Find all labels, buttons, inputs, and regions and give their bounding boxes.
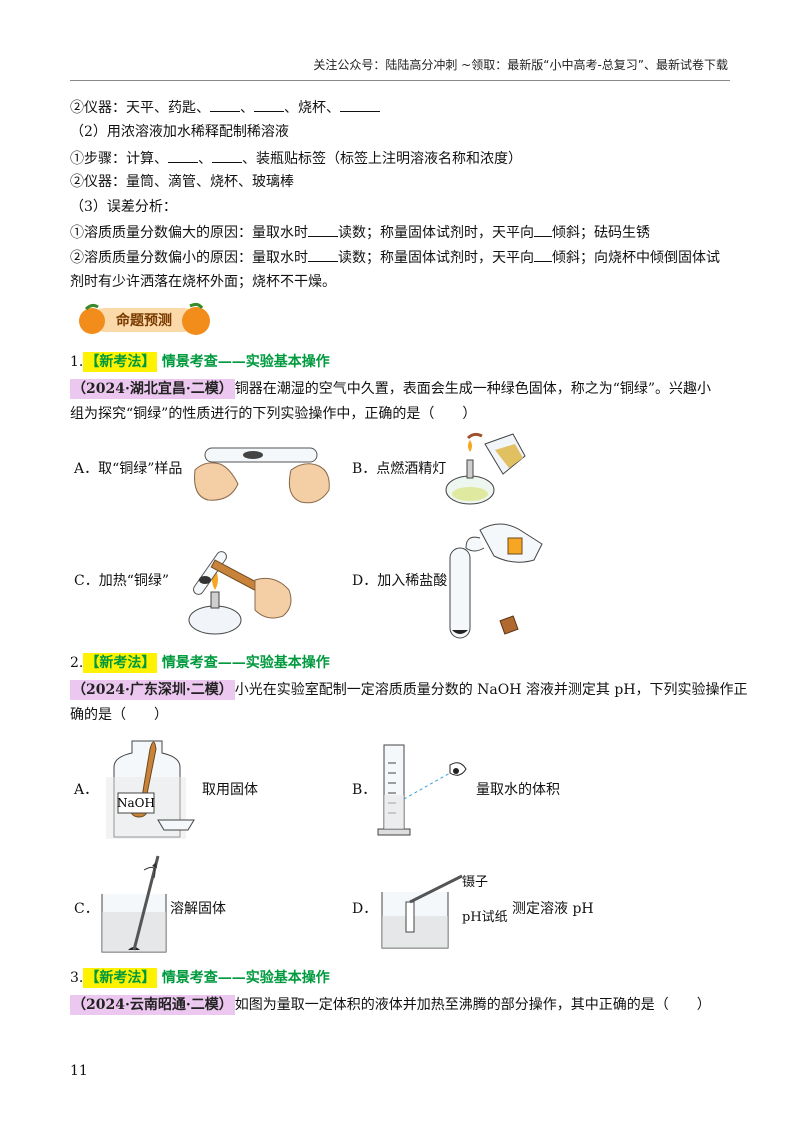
intro-text: ①溶质质量分数偏大的原因：量取水时 [70,225,308,241]
new-method-tag: 【新考法】 [83,968,158,988]
q1-image-d [440,520,550,649]
intro-line-7: ②溶质质量分数偏小的原因：量取水时 读数；称量固体试剂时，天平向 倾斜；向烧杯中倾倒… [70,247,720,268]
question-number: 1. [70,354,84,370]
q2-image-a: NaOH [100,727,210,846]
page-header: 关注公众号：陆陆高分冲刺 ~领取：最新版“小中高考-总复习”、最新试卷下载 [313,58,728,72]
ph-paper-label: pH试纸 [462,910,508,925]
q1-stem-line-1: （2024·湖北宜昌·二模）铜器在潮湿的空气中久置，表面会生成一种绿色固体，称之… [70,379,711,399]
intro-text: ①步骤：计算、 [70,151,168,167]
q1-stem-line-2: 组为探究“铜绿”的性质进行的下列实验操作中，正确的是（ ） [70,406,477,422]
q2-option-a-letter: A． [74,782,99,798]
naoh-label: NaOH [117,796,155,810]
intro-line-2: （2）用浓溶液加水稀释配制稀溶液 [70,124,289,140]
question-source: （2024·云南昭通·二模） [70,995,235,1015]
q1-option-d: D．加入稀盐酸 [352,573,448,589]
intro-line-4: ②仪器：量筒、滴管、烧杯、玻璃棒 [70,174,294,190]
question-source: （2024·湖北宜昌·二模） [70,379,235,399]
intro-text: 倾斜；砝码生锈 [552,225,650,241]
intro-text: ②仪器：天平、药匙、 [70,100,210,116]
new-method-tag: 【新考法】 [83,352,158,372]
blank [210,97,240,112]
q1-option-b: B．点燃酒精灯 [352,461,447,477]
q1-option-a: A．取“铜绿”样品 [74,461,183,477]
tweezers-label: 镊子 [462,875,489,890]
question-stem: 如图为量取一定体积的液体并加热至沸腾的部分操作，其中正确的是（ ） [234,997,711,1013]
banner-label: 命题预测 [115,312,172,329]
q2-stem-line-2: 确的是（ ） [70,707,168,723]
blank [168,148,198,163]
question-topic: 情景考查——实验基本操作 [161,970,330,986]
section-banner: 命题预测 [78,300,210,340]
question-stem: 小光在实验室配制一定溶质质量分数的 NaOH 溶液并测定其 pH，下列实验操作正 [234,682,748,698]
intro-line-3: ①步骤：计算、 、 、装瓶贴标签（标签上注明溶液名称和浓度） [70,148,522,169]
question-stem: 铜器在潮湿的空气中久置，表面会生成一种绿色固体，称之为“铜绿”。兴趣小 [234,381,712,397]
q2-option-d-text: 测定溶液 pH [512,901,594,917]
q2-option-b-letter: B． [352,782,377,798]
intro-text: ②溶质质量分数偏小的原因：量取水时 [70,250,308,266]
intro-line-1: ②仪器：天平、药匙、 、 、烧杯、 [70,97,380,118]
q2-option-c-letter: C． [74,901,99,917]
question-number: 2. [70,655,84,671]
q2-option-d-letter: D． [352,901,378,917]
intro-text: 、 [198,151,212,167]
blank [340,97,380,112]
q1-option-c: C．加热“铜绿” [74,573,170,589]
intro-line-5: （3）误差分析： [70,199,177,215]
intro-text: 、烧杯、 [284,100,340,116]
intro-text: 、 [240,100,254,116]
blank [534,222,552,237]
watch-glass [157,817,195,836]
q2-image-b [377,743,488,842]
blank [212,148,242,163]
blank [308,222,338,237]
blank [534,247,552,262]
q2-stem-line-1: （2024·广东深圳·二模）小光在实验室配制一定溶质质量分数的 NaOH 溶液并… [70,680,748,700]
q1-title: 1.【新考法】 情景考查——实验基本操作 [70,352,330,372]
q1-image-c [175,540,295,644]
intro-text: 读数；称量固体试剂时，天平向 [338,225,534,241]
question-topic: 情景考查——实验基本操作 [161,354,330,370]
q2-image-c [98,852,178,961]
q1-image-a [194,440,335,514]
q2-option-b-text: 量取水的体积 [476,782,560,798]
question-source: （2024·广东深圳·二模） [70,680,235,700]
intro-text: 倾斜；向烧杯中倾倒固体试 [552,250,720,266]
page-number: 11 [70,1063,88,1079]
header-divider [70,80,730,81]
q3-stem-line-1: （2024·云南昭通·二模）如图为量取一定体积的液体并加热至沸腾的部分操作，其中… [70,995,711,1015]
new-method-tag: 【新考法】 [83,653,158,673]
q3-title: 3.【新考法】 情景考查——实验基本操作 [70,968,330,988]
intro-text: 读数；称量固体试剂时，天平向 [338,250,534,266]
intro-line-6: ①溶质质量分数偏大的原因：量取水时 读数；称量固体试剂时，天平向 倾斜；砝码生锈 [70,222,650,243]
q2-image-d [378,872,468,956]
intro-text: 、装瓶贴标签（标签上注明溶液名称和浓度） [242,151,522,167]
q2-option-a-text: 取用固体 [202,782,258,798]
question-topic: 情景考查——实验基本操作 [161,655,330,671]
blank [308,247,338,262]
intro-line-8: 剂时有少许洒落在烧杯外面；烧杯不干燥。 [70,274,336,290]
q2-option-c-text: 溶解固体 [170,901,226,917]
q2-title: 2.【新考法】 情景考查——实验基本操作 [70,653,330,673]
q1-image-b [440,430,530,514]
question-number: 3. [70,970,84,986]
blank [254,97,284,112]
